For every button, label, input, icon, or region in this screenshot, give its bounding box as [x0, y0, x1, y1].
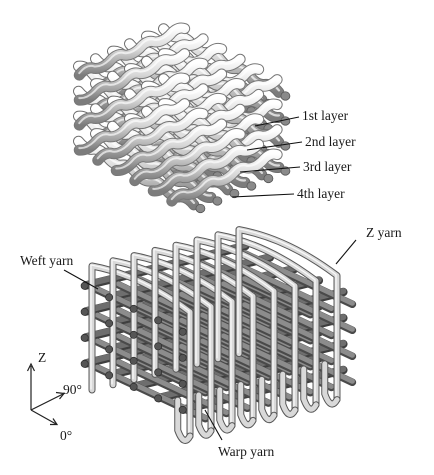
- yarn-tube: [74, 99, 190, 155]
- weft-rod-end: [105, 319, 114, 328]
- yarn-tube-highlight: [78, 100, 186, 150]
- z-yarn-highlight: [237, 227, 337, 400]
- yarn-end-cap: [246, 181, 257, 191]
- yarn-tube: [167, 149, 282, 206]
- weft-rod-end: [154, 394, 163, 403]
- label-warp-yarn: Warp yarn: [218, 444, 275, 459]
- z-yarn-highlight: [153, 248, 253, 421]
- weft-rod-end: [178, 353, 187, 362]
- weft-rod-end: [80, 307, 89, 316]
- axis-90-line: [30, 393, 64, 411]
- z-yarn-turn: [301, 366, 319, 412]
- weft-rod-end: [105, 371, 114, 380]
- yarn-tube-highlight: [94, 130, 213, 197]
- leader-weft-yarn: [63, 269, 99, 290]
- weft-rod-end: [129, 304, 138, 313]
- label-weft-yarn: Weft yarn: [20, 253, 74, 268]
- yarn-tube-highlight: [96, 110, 205, 160]
- yarn-tube: [74, 23, 190, 80]
- z-yarn-turn: [238, 382, 256, 428]
- leader-4th-layer: [231, 193, 295, 198]
- weft-rod-end: [80, 359, 89, 368]
- yarn-tube-highlight: [78, 50, 186, 100]
- yarn-tube-highlight: [115, 121, 223, 170]
- z-yarn-turn: [217, 387, 235, 433]
- leader-3rd-layer: [239, 166, 301, 173]
- weft-rod-end: [154, 342, 163, 351]
- axis-triad: [26, 362, 66, 426]
- yarn-tube-highlight: [162, 50, 281, 117]
- orthogonal-weave-structure: [80, 226, 357, 444]
- weft-rod-end: [178, 405, 187, 414]
- axis-0-arrowhead: [50, 418, 59, 426]
- yarn-end-cap: [263, 173, 274, 184]
- yarn-tube: [91, 129, 216, 202]
- label-2nd-layer: 2nd layer: [305, 134, 356, 149]
- z-axis-arrowhead: [26, 362, 36, 372]
- weft-rod-end: [178, 379, 187, 388]
- layered-weave-block: [73, 22, 291, 214]
- weft-rod-end: [129, 356, 138, 365]
- z-yarn-turn: [322, 361, 340, 407]
- yarn-end-cap: [229, 188, 240, 199]
- axis-0-label: 0°: [60, 428, 72, 443]
- z-yarn-turn: [175, 397, 193, 443]
- yarn-tube: [74, 49, 190, 105]
- z-yarn-highlight: [195, 238, 295, 410]
- yarn-tube-highlight: [152, 141, 260, 190]
- yarn-tube-highlight: [162, 100, 281, 167]
- label-1st-layer: 1st layer: [302, 108, 349, 123]
- z-yarn-turn: [280, 371, 298, 417]
- z-yarn-turn: [259, 376, 277, 423]
- yarn-tube: [93, 108, 208, 165]
- label-3rd-layer: 3rd layer: [303, 159, 352, 174]
- yarn-tube-highlight: [78, 75, 186, 125]
- weave-layer: [73, 98, 291, 214]
- weft-rod-end: [80, 281, 89, 290]
- label-z-yarn: Z yarn: [366, 225, 402, 240]
- z-yarn-highlight: [111, 259, 211, 431]
- weft-rod-end: [80, 333, 89, 342]
- axis-z-label: Z: [38, 350, 46, 365]
- yarn-tube-highlight: [78, 25, 186, 75]
- weft-rod-end: [154, 316, 163, 325]
- weft-rod-end: [105, 345, 114, 354]
- leader-2nd-layer: [246, 141, 303, 151]
- z-yarn-highlight: [132, 253, 232, 426]
- z-yarn-highlight: [90, 264, 190, 436]
- layer-leaders: [231, 116, 303, 198]
- leader-warp-yarn: [204, 409, 223, 441]
- yarn-tube-highlight: [170, 151, 279, 201]
- yarn-end-cap: [280, 141, 291, 151]
- z-yarn-highlight: [216, 233, 316, 405]
- weft-rod-end: [129, 330, 138, 339]
- yarn-end-cap: [195, 203, 206, 214]
- label-4th-layer: 4th layer: [297, 186, 345, 201]
- axis-90-arrowhead: [55, 391, 66, 400]
- z-yarn-highlight: [174, 243, 274, 415]
- weft-rod-end: [178, 327, 187, 336]
- yarn-tube: [148, 139, 264, 196]
- yarn-end-cap: [212, 196, 223, 206]
- weft-rod-end: [129, 382, 138, 391]
- weft-rod-end: [105, 293, 114, 302]
- yarn-tube-highlight: [133, 130, 242, 180]
- leader-1st-layer: [254, 116, 300, 127]
- axis-0-line: [30, 409, 57, 425]
- yarn-tube-highlight: [128, 115, 247, 182]
- yarn-leaders: [63, 239, 357, 441]
- yarn-tube: [74, 73, 190, 130]
- yarn-end-cap: [280, 91, 291, 101]
- yarn-tube: [111, 119, 227, 176]
- leader-z-yarn: [335, 239, 357, 265]
- yarn-tube: [125, 114, 250, 187]
- weft-rod-end: [154, 368, 163, 377]
- z-yarn-turn: [196, 392, 214, 438]
- axis-90-label: 90°: [63, 382, 82, 397]
- yarn-tube: [130, 129, 245, 186]
